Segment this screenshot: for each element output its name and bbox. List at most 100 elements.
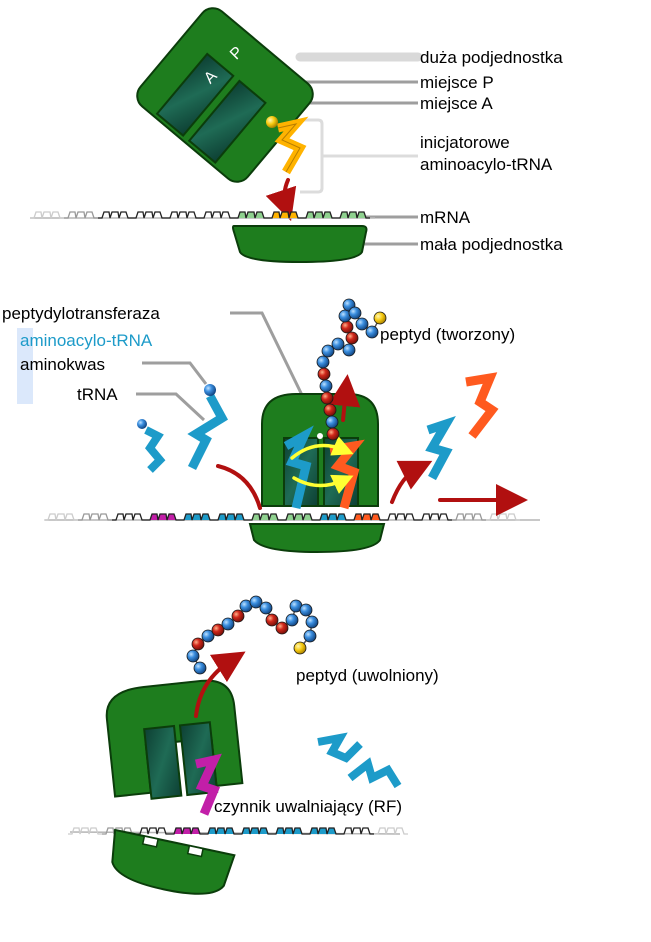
label-release-factor: czynnik uwalniający (RF) — [214, 797, 402, 816]
stage-2-elongation: peptydylotransferaza aminoacylo-tRNA ami… — [2, 298, 540, 554]
codon — [302, 211, 336, 219]
codon — [272, 827, 306, 835]
codon — [316, 513, 350, 521]
small-subunit-3 — [111, 828, 236, 895]
arrow-peptide-release — [194, 651, 246, 718]
codon — [374, 827, 408, 835]
codon — [170, 827, 204, 835]
codon — [204, 827, 238, 835]
label-mrna: mRNA — [420, 208, 471, 227]
mrna-strand-3 — [68, 827, 408, 835]
amino-acid-bead — [348, 306, 362, 320]
codon — [98, 211, 132, 219]
amino-acid-bead — [326, 427, 340, 441]
free-amino-acid-left — [137, 419, 147, 429]
amino-acid-bead — [231, 609, 245, 623]
amino-acid-bead — [320, 391, 334, 405]
codon — [306, 827, 340, 835]
codon — [336, 211, 370, 219]
codon — [340, 827, 374, 835]
label-trna: tRNA — [77, 385, 118, 404]
codon — [64, 211, 98, 219]
amino-acid-bead — [265, 613, 279, 627]
amino-acid-bead — [191, 637, 205, 651]
amino-acid-bead — [303, 629, 317, 643]
amino-acid-bead — [365, 325, 379, 339]
label-initiator-line1: inicjatorowe — [420, 133, 510, 152]
exiting-trna — [425, 415, 456, 481]
label-peptide-released: peptyd (uwolniony) — [296, 666, 439, 685]
label-peptidyltransferase: peptydylotransferaza — [2, 304, 160, 323]
label-a-site: miejsce A — [420, 94, 493, 113]
leader-peptidyltransferase — [230, 311, 322, 433]
free-trna-left — [144, 426, 166, 473]
label-large-subunit: duża podjednostka — [420, 48, 563, 67]
codon — [486, 513, 520, 521]
amino-acid-bead — [221, 617, 235, 631]
p-site-trna — [283, 425, 314, 510]
mrna-strand-1 — [30, 211, 375, 219]
arrow-transfer-2 — [292, 474, 354, 494]
amino-acid-bead — [259, 601, 273, 615]
codon — [44, 513, 78, 521]
amino-acid-bead — [186, 649, 200, 663]
transfer-site-dot — [317, 433, 323, 439]
codon — [180, 513, 214, 521]
a-site-1 — [155, 52, 235, 137]
amino-acid-bead — [305, 615, 319, 629]
amino-acid-bead — [211, 623, 225, 637]
codon — [200, 211, 234, 219]
codon — [146, 513, 180, 521]
codon — [214, 513, 248, 521]
codon — [248, 513, 282, 521]
amino-acid-bead — [325, 415, 339, 429]
amino-acid-bead — [319, 379, 333, 393]
arrow-tRNA-exit — [390, 460, 433, 504]
amino-acid-bead — [249, 595, 263, 609]
initiator-trna — [274, 116, 309, 175]
codon — [234, 211, 268, 219]
leader-amino-acid — [142, 361, 208, 385]
codon — [68, 827, 102, 835]
leader-initiator-bracket — [300, 118, 418, 194]
arrow-peptide-out — [328, 374, 361, 422]
free-trna-right — [465, 372, 499, 439]
arrow-tRNA-entry — [216, 464, 262, 510]
codon — [166, 211, 200, 219]
codon — [384, 513, 418, 521]
incoming-amino-acid — [204, 384, 216, 396]
small-subunit-1 — [232, 225, 368, 264]
amino-acid-bead — [373, 311, 387, 325]
p-site-1 — [187, 79, 267, 164]
amino-acid-bead — [201, 629, 215, 643]
released-peptide — [186, 595, 319, 675]
leader-trna — [136, 392, 206, 422]
label-small-subunit: mała podjednostka — [420, 235, 563, 254]
amino-acid-bead — [331, 337, 345, 351]
amino-acid-bead — [285, 613, 299, 627]
amino-acid-bead — [323, 403, 337, 417]
codon — [78, 513, 112, 521]
amino-acid-bead — [340, 320, 354, 334]
arrow-binding-1 — [265, 178, 297, 222]
amino-acid-bead — [345, 331, 359, 345]
label-peptide-forming: peptyd (tworzony) — [380, 325, 515, 344]
codon — [452, 513, 486, 521]
codon — [418, 513, 452, 521]
highlight-bar — [17, 328, 33, 404]
growing-peptide — [316, 298, 387, 441]
arrow-transfer-1 — [290, 436, 354, 460]
label-amino-acid: aminokwas — [20, 355, 105, 374]
codon — [132, 211, 166, 219]
methionine-ball — [266, 116, 278, 128]
large-subunit-1 — [136, 7, 314, 183]
codon — [268, 211, 302, 219]
amino-acid-bead — [193, 661, 207, 675]
label-p-site: miejsce P — [420, 73, 494, 92]
release-factor — [195, 753, 222, 816]
large-subunit-3 — [105, 679, 244, 800]
amino-acid-bead — [293, 641, 307, 655]
amino-acid-bead — [275, 621, 289, 635]
